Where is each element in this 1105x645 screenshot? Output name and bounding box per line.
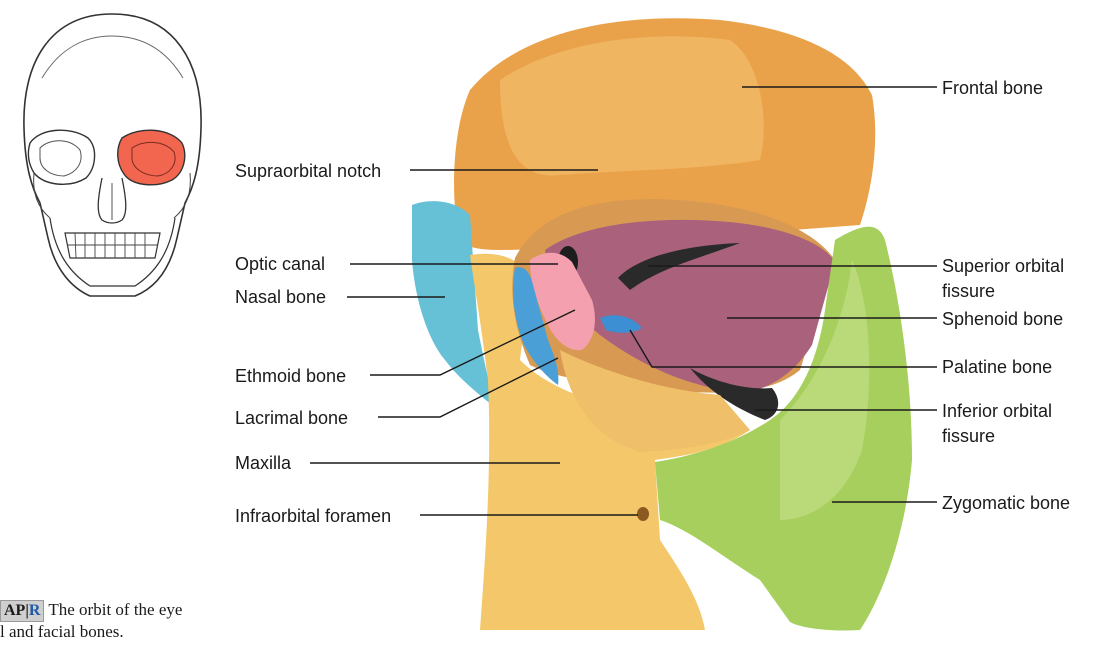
label-palatine-bone: Palatine bone bbox=[942, 356, 1052, 378]
label-maxilla: Maxilla bbox=[235, 452, 291, 474]
label-optic-canal: Optic canal bbox=[235, 253, 325, 275]
infraorbital-foramen bbox=[637, 507, 649, 521]
apr-badge-icon: AP|R bbox=[0, 600, 44, 622]
label-infraorbital-foramen: Infraorbital foramen bbox=[235, 505, 391, 527]
label-superior-orbital-fissure-line1: Superior orbital bbox=[942, 255, 1064, 277]
label-frontal-bone: Frontal bone bbox=[942, 77, 1043, 99]
label-ethmoid-bone: Ethmoid bone bbox=[235, 365, 346, 387]
label-sphenoid-bone: Sphenoid bone bbox=[942, 308, 1063, 330]
label-nasal-bone: Nasal bone bbox=[235, 286, 326, 308]
label-superior-orbital-fissure-line2: fissure bbox=[942, 280, 995, 302]
caption-line-1: The orbit of the eye bbox=[48, 600, 182, 619]
figure-caption: AP|R The orbit of the eye l and facial b… bbox=[0, 600, 260, 642]
label-lacrimal-bone: Lacrimal bone bbox=[235, 407, 348, 429]
label-inferior-orbital-fissure-line2: fissure bbox=[942, 425, 995, 447]
label-zygomatic-bone: Zygomatic bone bbox=[942, 492, 1070, 514]
label-inferior-orbital-fissure-line1: Inferior orbital bbox=[942, 400, 1052, 422]
caption-line-2: l and facial bones. bbox=[0, 622, 260, 642]
label-supraorbital-notch: Supraorbital notch bbox=[235, 160, 381, 182]
